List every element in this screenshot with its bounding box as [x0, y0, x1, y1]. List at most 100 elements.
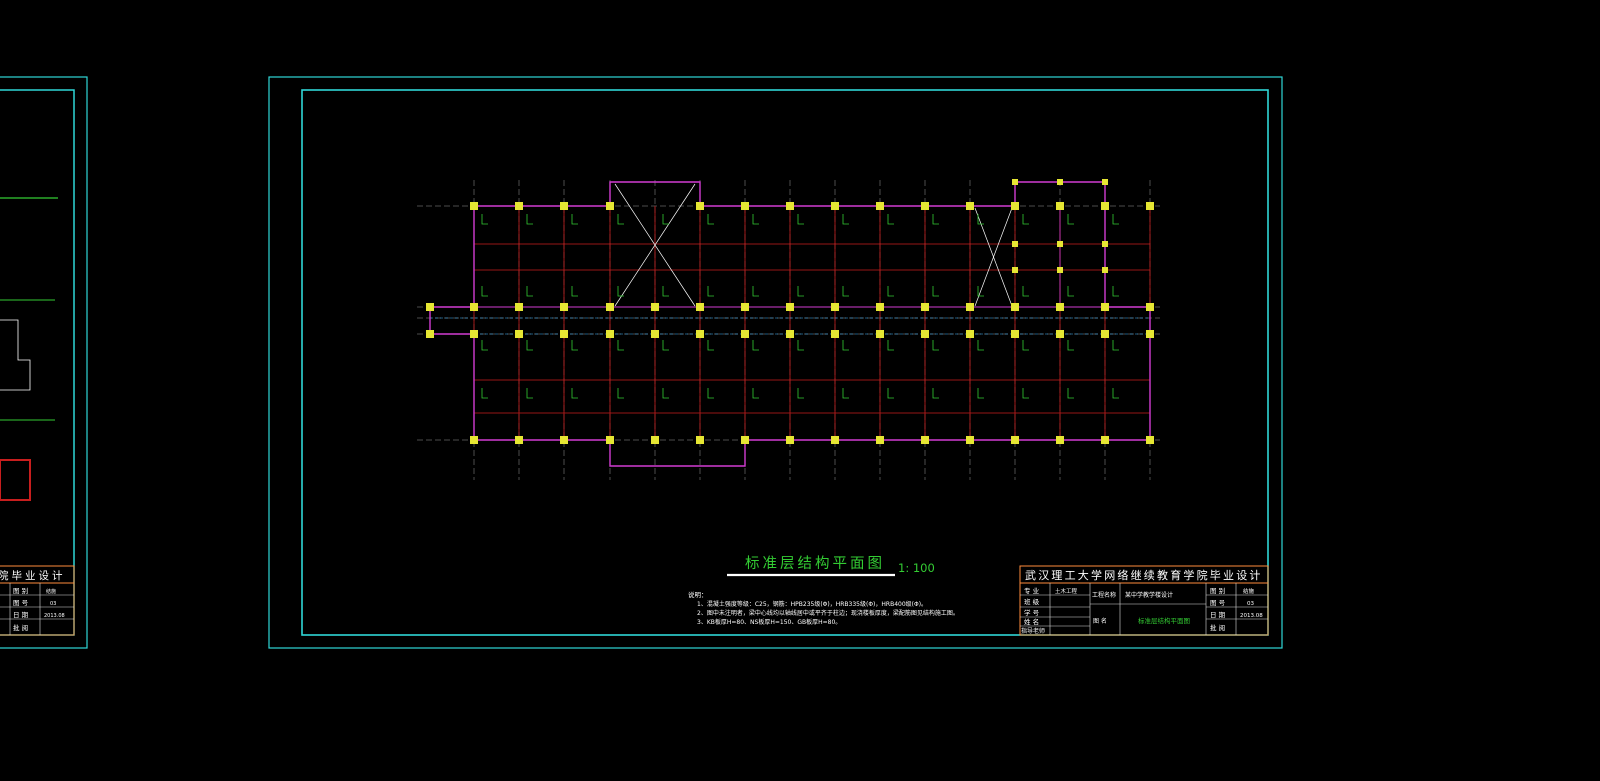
- column: [831, 202, 839, 210]
- rebar-mark: [1067, 214, 1074, 225]
- column: [876, 202, 884, 210]
- column: [1012, 267, 1018, 273]
- left-sheet-outer-frame: [0, 76, 88, 649]
- column: [470, 202, 478, 210]
- column: [1012, 179, 1018, 185]
- column: [470, 436, 478, 444]
- column: [606, 436, 614, 444]
- column: [1146, 436, 1154, 444]
- rebar-mark: [617, 388, 624, 399]
- column: [786, 330, 794, 338]
- column: [1146, 330, 1154, 338]
- column: [1011, 303, 1019, 311]
- structural-floor-plan: [417, 179, 1160, 480]
- left-title-block: 院毕业设计 图 别 结施 图 号 03 日 期 2013.08 批 阅: [0, 565, 75, 636]
- column: [966, 202, 974, 210]
- rebar-mark: [887, 388, 894, 399]
- column: [1056, 303, 1064, 311]
- column: [1146, 303, 1154, 311]
- drawing-notes: 说明： 1、混凝土强度等级：C25，钢筋：HPB235级(Φ)，HRB335级(…: [688, 590, 959, 626]
- left-title-block-frame: [0, 565, 75, 636]
- column: [606, 303, 614, 311]
- tb-label-student-no: 学 号: [1024, 608, 1040, 617]
- rebar-mark: [1067, 340, 1074, 351]
- tb-label-major: 专 业: [1024, 586, 1040, 595]
- column: [921, 330, 929, 338]
- left-tb-value-2: 2013.08: [44, 613, 65, 619]
- column: [560, 436, 568, 444]
- title-block-frame: [1019, 565, 1269, 636]
- left-title-block-school: 院毕业设计: [0, 569, 66, 582]
- note-line-2: 2、图中未注明者，梁中心线均以轴线居中或平齐于柱边；现浇楼板厚度，梁配筋图见结构…: [697, 609, 959, 617]
- column: [1101, 436, 1109, 444]
- column: [560, 330, 568, 338]
- rebar-mark: [662, 340, 669, 351]
- column: [831, 330, 839, 338]
- tb-right-value-1: 03: [1247, 601, 1254, 607]
- column: [1101, 303, 1109, 311]
- column: [921, 202, 929, 210]
- rebar-mark: [932, 214, 939, 225]
- left-tb-label-0: 图 别: [13, 586, 28, 595]
- stair-x-line: [974, 207, 1013, 307]
- rebar-mark: [481, 340, 488, 351]
- rebar-mark: [842, 340, 849, 351]
- column: [741, 436, 749, 444]
- column: [426, 303, 434, 311]
- column: [831, 436, 839, 444]
- column: [606, 202, 614, 210]
- column: [1011, 202, 1019, 210]
- column: [876, 330, 884, 338]
- left-partial-sheet: 院毕业设计 图 别 结施 图 号 03 日 期 2013.08 批 阅: [0, 76, 88, 649]
- note-line-1: 1、混凝土强度等级：C25，钢筋：HPB235级(Φ)，HRB335级(Φ)，H…: [697, 600, 927, 608]
- rebar-mark: [1022, 214, 1029, 225]
- tb-drawing-label: 图 名: [1093, 617, 1107, 625]
- rebar-mark: [977, 388, 984, 399]
- drawing-title-group: 标准层结构平面图 1: 100: [727, 555, 935, 577]
- left-tb-label-1: 图 号: [13, 599, 29, 607]
- column: [966, 330, 974, 338]
- tb-value-major: 土木工程: [1055, 587, 1078, 595]
- column: [741, 303, 749, 311]
- column: [1146, 202, 1154, 210]
- column: [651, 303, 659, 311]
- left-tb-label-3: 批 阅: [13, 623, 28, 632]
- title-block-school: 武汉理工大学网络继续教育学院毕业设计: [1025, 568, 1263, 582]
- column: [515, 303, 523, 311]
- rebar-mark: [707, 214, 714, 225]
- rebar-mark: [707, 388, 714, 399]
- column: [1102, 241, 1108, 247]
- column: [696, 303, 704, 311]
- column: [651, 436, 659, 444]
- rebar-mark: [526, 214, 533, 225]
- column: [921, 303, 929, 311]
- left-detail-rebar-block: [0, 459, 31, 501]
- column: [876, 303, 884, 311]
- main-drawing-sheet: 标准层结构平面图 1: 100 说明： 1、混凝土强度等级：C25，钢筋：HPB…: [268, 76, 1283, 649]
- rebar-mark: [977, 214, 984, 225]
- sheet-outer-frame: [268, 76, 1283, 649]
- rebar-mark: [887, 214, 894, 225]
- column: [1101, 202, 1109, 210]
- rebar-mark: [797, 286, 804, 297]
- column: [1056, 436, 1064, 444]
- rebar-mark: [1112, 214, 1119, 225]
- rebar-mark: [977, 286, 984, 297]
- sheet-inner-frame: [301, 89, 1269, 636]
- drawing-scale: 1: 100: [898, 561, 935, 575]
- rebar-mark: [1112, 388, 1119, 399]
- left-tb-value-1: 03: [50, 601, 56, 607]
- tb-right-label-1: 图 号: [1210, 599, 1226, 607]
- column: [470, 330, 478, 338]
- column: [1057, 241, 1063, 247]
- columns: [426, 179, 1154, 444]
- rebar-mark: [481, 214, 488, 225]
- rebar-mark: [662, 388, 669, 399]
- rebar-mark: [797, 388, 804, 399]
- tb-right-label-0: 图 别: [1210, 586, 1225, 595]
- column: [515, 436, 523, 444]
- rebar-mark: [662, 214, 669, 225]
- column: [1101, 330, 1109, 338]
